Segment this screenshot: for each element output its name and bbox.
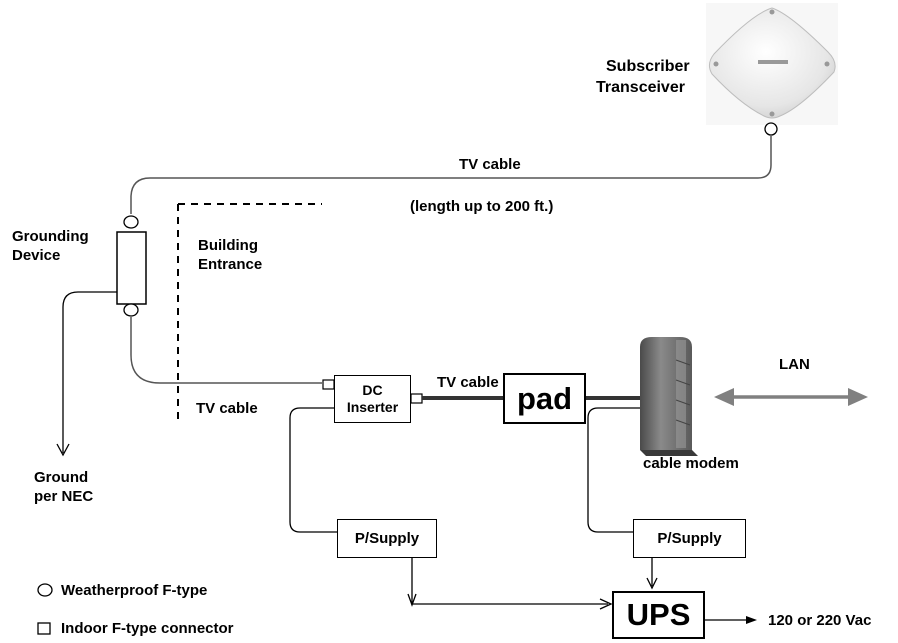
dc-inserter-label-2: Inserter [346, 399, 399, 415]
subscriber-transceiver [706, 3, 838, 125]
tv-cable-outdoor [130, 136, 772, 214]
subscriber-label-1: Subscriber [606, 58, 690, 75]
ground-arrow-icon [56, 443, 70, 457]
psupply-right-label: P/Supply [657, 530, 722, 547]
psupply-left-box: P/Supply [337, 519, 437, 558]
building-entrance-line [177, 203, 322, 424]
power-wire-left [289, 407, 337, 533]
ground-label-2: per NEC [34, 488, 94, 505]
legend-square-label: Indoor F-type connector [61, 620, 234, 637]
dc-inserter-right-connector-icon [410, 393, 423, 404]
power-wire-right [587, 407, 640, 533]
psupply-right-box: P/Supply [633, 519, 746, 558]
pad-label: pad [516, 380, 573, 416]
lan-arrow-left-icon [714, 388, 734, 406]
pad-box: pad [503, 373, 586, 424]
grounding-label-1: Grounding [12, 228, 89, 245]
ground-label-1: Ground [34, 469, 89, 486]
ups-box: UPS [612, 591, 705, 639]
tv-cable-top-label: TV cable [459, 156, 521, 173]
dc-inserter-box: DC Inserter [334, 375, 411, 423]
lan-arrow-right-icon [848, 388, 868, 406]
tv-cable-bottom-label: TV cable [196, 400, 258, 417]
tv-cable-mid-label: TV cable [437, 374, 499, 391]
ups-label: UPS [626, 597, 691, 632]
ups-output-arrow-icon [746, 616, 757, 624]
transceiver-connector-icon [764, 122, 778, 136]
dc-inserter-left-connector-icon [322, 379, 335, 390]
grounding-bottom-connector-icon [123, 303, 139, 317]
subscriber-label-2: Transceiver [596, 79, 685, 96]
lan-label: LAN [779, 356, 810, 373]
vac-label: 120 or 220 Vac [768, 612, 872, 629]
ground-wire [62, 291, 117, 453]
grounding-device-body [116, 231, 147, 305]
psupply-left-down-arrow-icon [407, 593, 417, 607]
legend-circle-icon [37, 583, 53, 597]
building-label-1: Building [198, 237, 258, 254]
legend-square-icon [37, 622, 51, 635]
tv-cable-indoor [130, 317, 322, 384]
cable-modem-label: cable modem [643, 455, 739, 472]
psupply-left-to-ups [411, 558, 608, 605]
building-label-2: Entrance [198, 256, 263, 273]
psupply-left-label: P/Supply [354, 530, 420, 547]
ups-top-arrow-icon [646, 577, 658, 590]
grounding-top-connector-icon [123, 215, 139, 229]
length-note-label: (length up to 200 ft.) [410, 198, 554, 215]
cable-modem-icon [640, 337, 698, 456]
legend-circle-label: Weatherproof F-type [61, 582, 208, 599]
dc-inserter-label-1: DC [362, 382, 383, 398]
ups-input-arrow-icon [599, 598, 613, 610]
grounding-label-2: Device [12, 247, 61, 264]
